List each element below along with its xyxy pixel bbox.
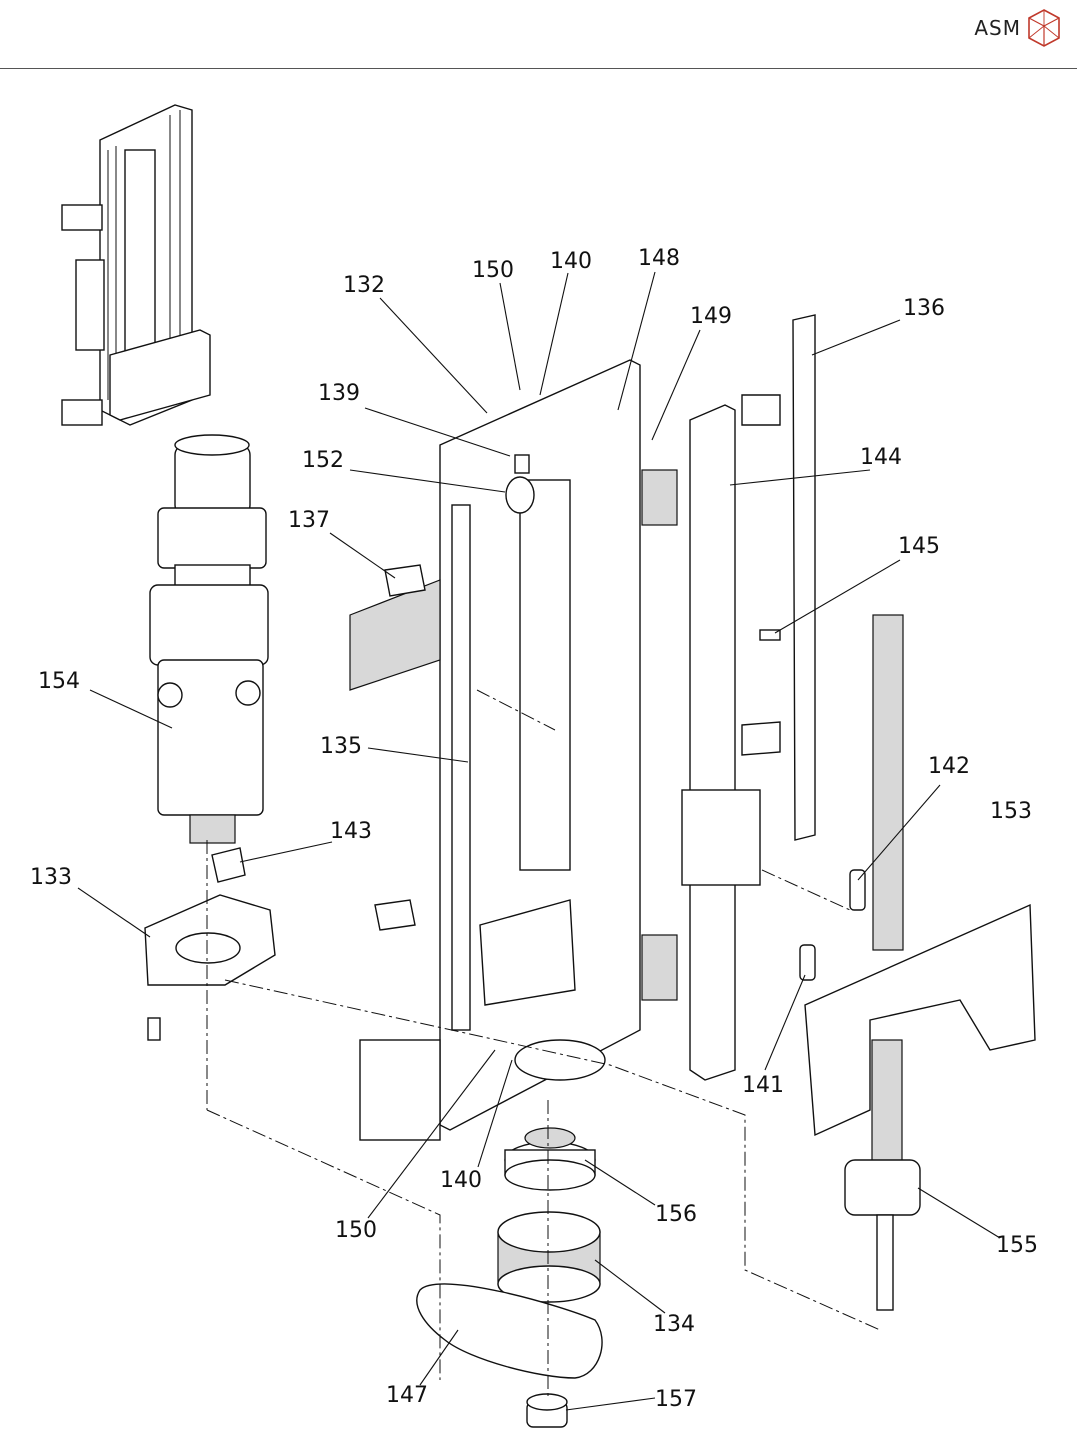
bracket-142	[850, 870, 865, 910]
callout-143: 143	[330, 819, 372, 844]
callout-150-bottom: 150	[335, 1218, 377, 1243]
callout-139: 139	[318, 381, 360, 406]
callout-147: 147	[386, 1383, 428, 1408]
pad-lower	[642, 935, 677, 1000]
bushing-152	[506, 477, 534, 513]
callout-145: 145	[898, 534, 940, 559]
pad-upper	[642, 470, 677, 525]
callout-157: 157	[655, 1387, 697, 1412]
bracket-141	[800, 945, 815, 980]
block-upper-right	[742, 395, 780, 425]
motor-plate-133	[145, 895, 275, 1040]
callout-137: 137	[288, 508, 330, 533]
slider-block-137	[385, 565, 425, 596]
block-lower-right	[742, 722, 780, 755]
motor-154	[150, 435, 268, 843]
slider-block-lower	[375, 900, 415, 930]
callout-150-top: 150	[472, 258, 514, 283]
callout-155: 155	[996, 1233, 1038, 1258]
pulley-134	[498, 1212, 600, 1302]
strip-136	[793, 315, 815, 840]
assembled-unit-thumbnail	[62, 105, 210, 425]
callout-134: 134	[653, 1312, 695, 1337]
callout-141: 141	[742, 1073, 784, 1098]
bearing-156	[505, 1128, 595, 1190]
centerline-carriage	[762, 870, 850, 910]
callout-156: 156	[655, 1202, 697, 1227]
callout-140-bottom: 140	[440, 1168, 482, 1193]
callout-142: 142	[928, 754, 970, 779]
callout-152: 152	[302, 448, 344, 473]
callout-154: 154	[38, 669, 80, 694]
main-frame-135	[350, 360, 640, 1140]
callout-140-top: 140	[550, 249, 592, 274]
callout-136: 136	[903, 296, 945, 321]
clamp-block-143	[212, 848, 245, 882]
carriage-plate-153	[805, 905, 1035, 1135]
callout-133: 133	[30, 865, 72, 890]
callout-132: 132	[343, 273, 385, 298]
callout-135: 135	[320, 734, 362, 759]
callout-144: 144	[860, 445, 902, 470]
centerline-belt	[207, 1110, 440, 1380]
callout-148: 148	[638, 246, 680, 271]
bolt-139	[515, 455, 529, 473]
callout-153: 153	[990, 799, 1032, 824]
callout-149: 149	[690, 304, 732, 329]
nut-157	[527, 1394, 567, 1427]
